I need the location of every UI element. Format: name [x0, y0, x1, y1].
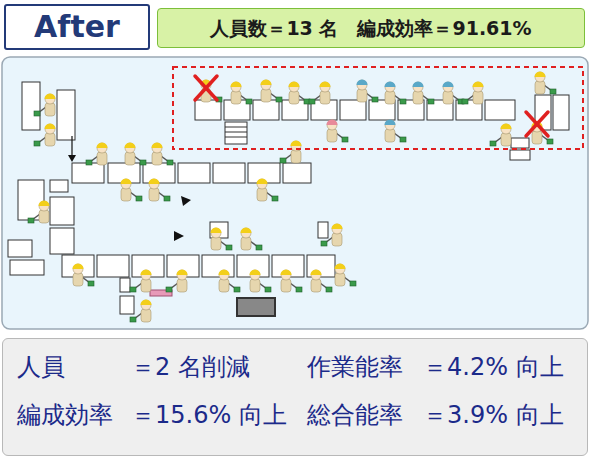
workstation-box [318, 222, 328, 238]
removed-mark [195, 76, 548, 136]
worker-figure [289, 82, 311, 105]
workstation-box [143, 163, 175, 183]
worker-figure [490, 124, 512, 147]
worker-figure [73, 264, 95, 287]
worker-figure [250, 270, 272, 293]
workstation-box [62, 255, 94, 277]
grey-machine [237, 298, 275, 316]
worker-figure [166, 270, 188, 293]
result-panel: 人員 ＝2 名削減 作業能率 ＝4.2% 向上編成効率 ＝15.6% 向上総合能率 ＝3.… [2, 338, 588, 456]
worker-figure [413, 82, 435, 105]
workstation-box [50, 197, 74, 225]
worker-figure [86, 143, 108, 166]
result-value: ＝3.9% 向上 [423, 401, 564, 430]
worker-figure [335, 264, 357, 287]
workstation-box [510, 150, 530, 160]
result-value: ＝15.6% 向上 [131, 401, 287, 430]
worker-figure [280, 141, 302, 164]
workstation-box [8, 240, 32, 257]
workstation-box [195, 100, 221, 120]
worker-figure [327, 120, 349, 143]
worker-figure [281, 270, 303, 293]
workstation-box [283, 163, 311, 183]
worker-figure [211, 228, 233, 251]
worker-figure [219, 270, 241, 293]
workstation-box [248, 163, 280, 183]
worker-figure [149, 179, 171, 202]
workstation-box [307, 255, 335, 277]
workstation-box [108, 163, 140, 183]
workstation-box [272, 255, 304, 277]
workstation-box [213, 163, 245, 183]
workstation-box [120, 296, 134, 314]
result-value: ＝2 名削減 [131, 353, 250, 382]
worker-figure [121, 179, 143, 202]
worker-figure [385, 120, 407, 143]
result-value: ＝4.2% 向上 [423, 353, 564, 382]
layout-panel [2, 57, 588, 329]
workstation-box [22, 82, 40, 130]
worker-figure [321, 224, 343, 247]
worker-figure [261, 80, 283, 103]
worker-figure [357, 80, 379, 103]
parts-rack [225, 122, 247, 144]
worker-figure [130, 300, 152, 323]
improvement-area [173, 67, 583, 149]
worker-figure [385, 82, 407, 105]
result-label: 総合能率 [307, 401, 403, 430]
workstation-box [97, 255, 129, 277]
workstation-box [511, 138, 529, 148]
box-text: After [34, 9, 120, 45]
worker-figure [241, 228, 263, 251]
worker-figure [231, 82, 253, 105]
worker-figure [443, 82, 465, 105]
workstation-box [132, 255, 164, 277]
workstation-box [237, 255, 269, 277]
workstation-box [340, 100, 366, 120]
result-label: 人員 [17, 353, 65, 382]
workstation-box [50, 228, 74, 254]
result-label: 編成効率 [17, 401, 113, 430]
workstation-box [72, 163, 104, 183]
worker-figure [309, 82, 331, 105]
worker-figure [28, 201, 50, 224]
workstation-box [120, 278, 130, 292]
box-text: 人員数＝13 名 編成効率＝91.61% [210, 17, 531, 40]
workstation-box [10, 260, 44, 275]
worker-figure [34, 124, 56, 147]
workstation-box [178, 163, 210, 183]
worker-figure [152, 143, 174, 166]
worker-figure [125, 143, 147, 166]
workstation-box [253, 100, 279, 120]
worker-figure [311, 270, 333, 293]
worker-figure [130, 270, 152, 293]
workstation-box [210, 222, 228, 238]
workstation-box [553, 95, 569, 130]
worker-figure [535, 72, 557, 95]
workstation-box [485, 100, 515, 120]
workstation-box [57, 90, 75, 140]
worker-figure [462, 82, 484, 105]
result-label: 作業能率 [307, 353, 403, 382]
workstation-box [202, 255, 234, 277]
worker-figure [34, 94, 56, 117]
flow-arrow [68, 136, 191, 241]
workstation-box [167, 255, 199, 277]
summary-box: 人員数＝13 名 編成効率＝91.61% [157, 8, 585, 48]
workstation-box [50, 180, 68, 192]
worker-figure [257, 179, 279, 202]
title-box: After [4, 4, 150, 50]
